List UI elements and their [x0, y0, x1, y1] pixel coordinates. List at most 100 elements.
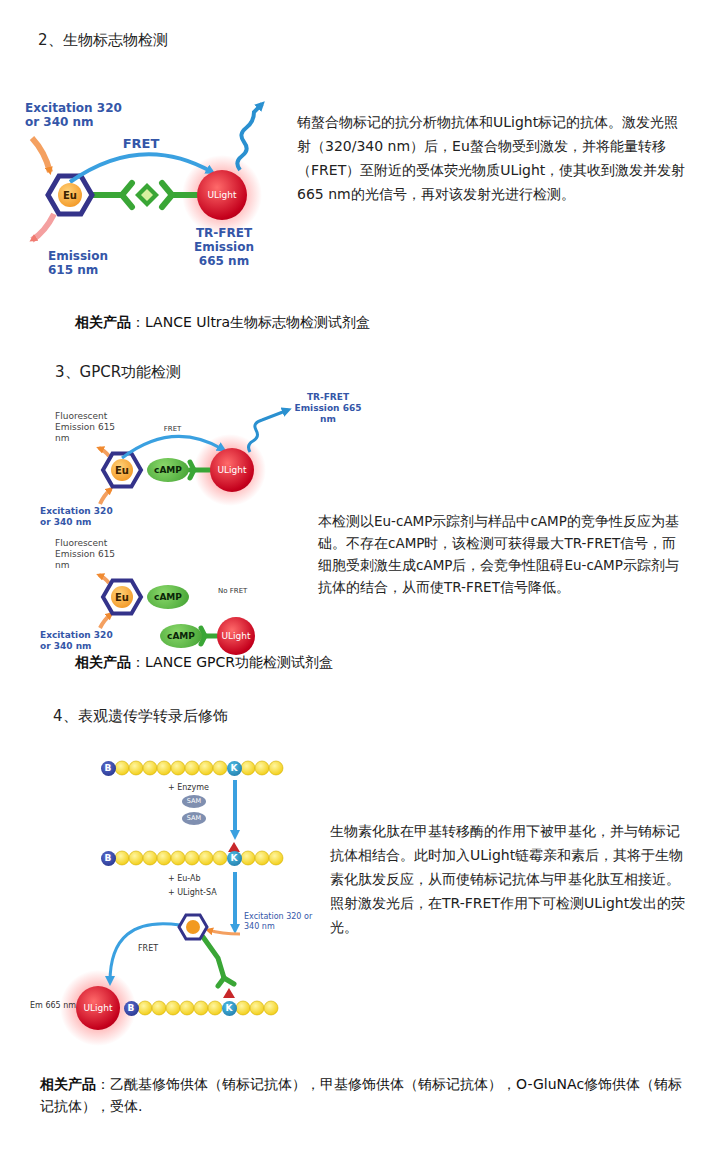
node-text: ULight — [83, 1003, 112, 1013]
peptide-bead — [255, 851, 269, 865]
node-text: B — [105, 853, 112, 863]
text-label: 相关产品 — [75, 314, 131, 330]
analyte-core — [141, 189, 153, 201]
antibody — [203, 937, 234, 986]
label-node: K — [227, 851, 242, 866]
text-label: TR-FRET Emission 665 nm — [292, 392, 364, 425]
chelate-hexagon — [179, 915, 207, 939]
product-line: 相关产品：LANCE GPCR功能检测试剂盒 — [75, 651, 675, 673]
peptide-bead — [115, 851, 129, 865]
node-text: cAMP — [154, 465, 182, 475]
edge-label: FRET — [163, 425, 183, 433]
peptide-bead — [264, 1001, 278, 1015]
tr-fret-wave — [249, 410, 288, 452]
excitation-arrow — [32, 138, 50, 172]
label-node: Eu — [111, 586, 133, 608]
label-node: K — [227, 761, 242, 776]
label-node: ULight — [76, 986, 120, 1030]
text-label: No FRET — [218, 587, 247, 595]
label-node: ULight — [197, 170, 247, 220]
antibody — [190, 462, 217, 644]
peptide-bead — [152, 1001, 166, 1015]
text-label: ：乙酰基修饰供体（铕标记抗体），甲基修饰供体（铕标记抗体），O-GluNAc修饰… — [40, 1076, 682, 1114]
text-label: 相关产品 — [40, 1076, 96, 1092]
peptide-bead — [199, 761, 213, 775]
fret-arrow — [70, 154, 212, 182]
text-label: ：LANCE Ultra生物标志物检测试剂盒 — [131, 314, 370, 330]
text-label: 生物素化肽在甲基转移酶的作用下被甲基化，并与铕标记抗体相结合。此时加入ULigh… — [330, 819, 686, 939]
chelate-hexagon — [103, 454, 141, 487]
methyl-mark — [223, 988, 235, 998]
peptide-bead — [166, 1001, 180, 1015]
node-text: cAMP — [154, 592, 182, 602]
peptide-bead — [213, 761, 227, 775]
node-text: cAMP — [167, 631, 195, 641]
node-text: ULight — [217, 465, 246, 475]
edge-label: FRET — [122, 136, 161, 151]
node-text: ULight — [207, 190, 236, 200]
europium-dot — [186, 920, 200, 934]
node-text: K — [226, 1003, 233, 1013]
peptide-bead — [157, 761, 171, 775]
peptide-bead — [185, 761, 199, 775]
text-label: 本检测以Eu-cAMP示踪剂与样品中cAMP的竞争性反应为基础。不存在cAMP时… — [318, 510, 682, 598]
node-text: SAM — [187, 797, 201, 805]
peptide-bead — [241, 851, 255, 865]
text-label: 相关产品 — [75, 654, 131, 670]
antibody — [92, 183, 197, 207]
text-label: Fluorescent Emission 615 nm — [55, 538, 119, 571]
peptide-bead — [255, 761, 269, 775]
label-node: cAMP — [147, 585, 189, 609]
text-label: FRET — [138, 944, 158, 954]
peptide-bead — [269, 851, 283, 865]
node-text: Eu — [115, 465, 129, 476]
text-label: TR-FRET Emission 665 nm — [188, 226, 260, 268]
peptide-bead — [241, 761, 255, 775]
tr-fret-wave — [237, 104, 262, 170]
text-label: 2、生物标志物检测 — [38, 31, 168, 50]
peptide-bead — [129, 851, 143, 865]
fret-arrow — [122, 436, 223, 458]
text-label: + ULight-SA — [168, 888, 217, 898]
peptide-bead — [185, 851, 199, 865]
emission-arrow — [99, 575, 109, 583]
peptide-bead — [213, 851, 227, 865]
label-node: K — [222, 1001, 237, 1016]
node-text: B — [105, 763, 112, 773]
label-node: cAMP — [147, 458, 189, 482]
label-node: B — [101, 851, 116, 866]
peptide-bead — [138, 1001, 152, 1015]
peptide-bead — [129, 761, 143, 775]
label-node: B — [101, 761, 116, 776]
product-line: 相关产品：LANCE Ultra生物标志物检测试剂盒 — [75, 311, 675, 333]
node-text: Eu — [115, 592, 129, 603]
label-node: cAMP — [160, 624, 202, 648]
label-node: SAM — [182, 812, 206, 825]
step-arrow — [233, 780, 237, 836]
peptide-bead — [199, 851, 213, 865]
text-label: Excitation 320 or 340 nm — [40, 630, 116, 652]
text-label: + Eu-Ab — [168, 874, 201, 884]
node-text: B — [128, 1003, 135, 1013]
node-text: K — [231, 763, 238, 773]
label-node: ULight — [217, 617, 255, 655]
fret-arrow — [110, 924, 180, 982]
text-label: 4、表观遗传学转录后修饰 — [53, 707, 228, 726]
node-text: SAM — [187, 814, 201, 822]
peptide-bead — [171, 761, 185, 775]
peptide-bead — [269, 761, 283, 775]
text-label: Emission 615 nm — [48, 249, 120, 277]
peptide-bead — [194, 1001, 208, 1015]
node-text: Eu — [63, 190, 77, 201]
peptide-bead — [208, 1001, 222, 1015]
label-node: SAM — [182, 795, 206, 808]
label-node: Eu — [58, 183, 82, 207]
text-label: ：LANCE GPCR功能检测试剂盒 — [131, 654, 333, 670]
product-line: 相关产品：乙酰基修饰供体（铕标记抗体），甲基修饰供体（铕标记抗体），O-GluN… — [40, 1073, 690, 1117]
text-label: Excitation 320 or 340 nm — [40, 506, 116, 528]
peptide-bead — [180, 1001, 194, 1015]
peptide-bead — [250, 1001, 264, 1015]
label-node: Eu — [111, 459, 133, 481]
excitation-arrow — [208, 930, 240, 934]
text-label: Excitation 320 or 340 nm — [244, 912, 316, 932]
